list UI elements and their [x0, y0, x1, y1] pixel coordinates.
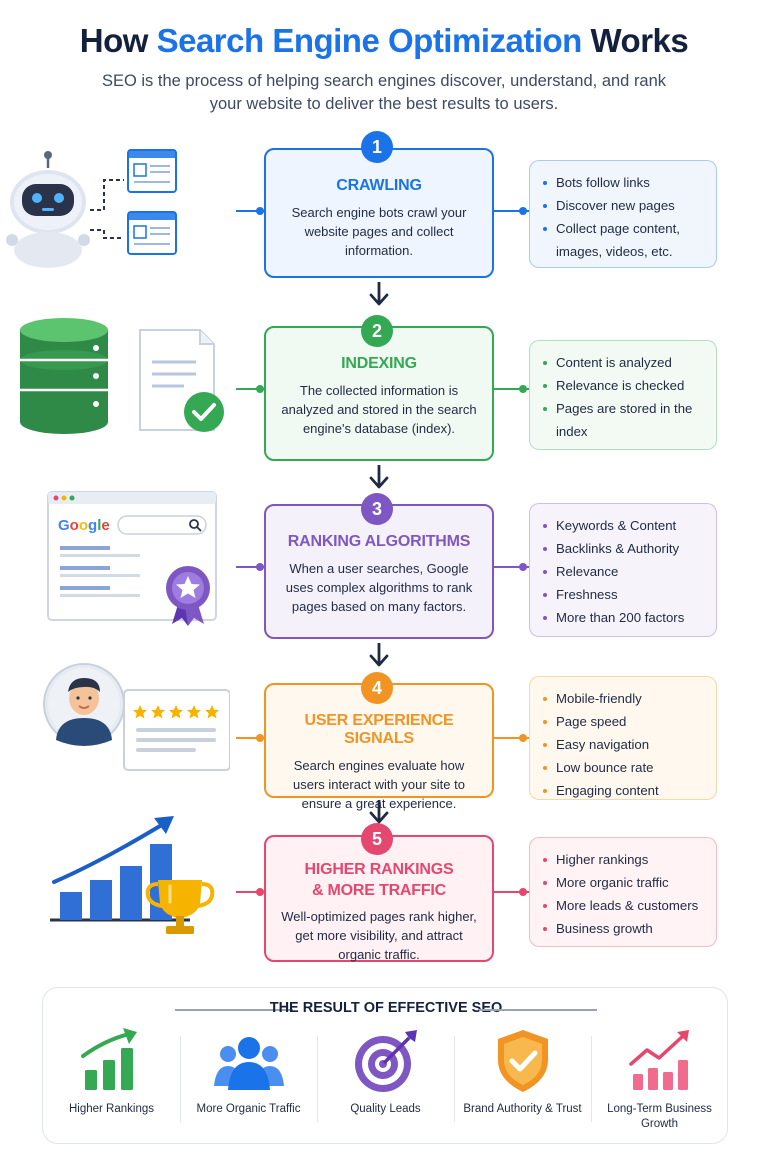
arrow-down-icon [367, 799, 391, 825]
connector-dot [519, 385, 527, 393]
people-group-icon [213, 1037, 284, 1090]
step-card-1: CRAWLING Search engine bots crawl your we… [264, 148, 494, 278]
list-item: Easy navigation [543, 733, 704, 756]
results-panel: THE RESULT OF EFFECTIVE SEO Higher Ranki… [42, 987, 728, 1144]
step-description: Search engine bots crawl your website pa… [291, 205, 467, 258]
connector-dot [256, 207, 264, 215]
step-title: HIGHER RANKINGS & MORE TRAFFIC [304, 861, 454, 899]
user-rating-icon [0, 662, 231, 797]
connector-right [494, 566, 529, 568]
connector-left [236, 210, 264, 212]
list-item: Bots follow links [543, 171, 704, 194]
step-number-badge: 3 [361, 493, 393, 525]
step-card-2: INDEXING The collected information is ana… [264, 326, 494, 461]
growth-bars-icon [80, 1028, 137, 1090]
step-number-badge: 2 [361, 315, 393, 347]
list-item: Page speed [543, 710, 704, 733]
growth-chart-trophy-icon [0, 810, 230, 945]
result-business-growth: Long-Term Business Growth [591, 1026, 728, 1136]
database-document-icon [0, 312, 230, 447]
connector-left [236, 891, 264, 893]
search-results-icon: Google [0, 488, 230, 633]
connector-left [236, 566, 264, 568]
connector-dot [519, 888, 527, 896]
list-item: Mobile-friendly [543, 687, 704, 710]
results-title: THE RESULT OF EFFECTIVE SEO [269, 1000, 503, 1016]
connector-right [494, 737, 529, 739]
list-item: Low bounce rate [543, 756, 704, 779]
list-item: Content is analyzed [543, 351, 704, 374]
page-title: How Search Engine Optimization Works [79, 22, 689, 59]
result-quality-leads: Quality Leads [317, 1026, 454, 1136]
title-highlight: Search Engine Optimization [156, 22, 583, 59]
list-item: Collect page content, images, videos, et… [543, 217, 704, 263]
list-item: Keywords & Content [543, 514, 704, 537]
svg-text:Google: Google [58, 517, 110, 534]
arrow-down-icon [367, 464, 391, 490]
list-item: More leads & customers [543, 894, 704, 917]
step-title: USER EXPERIENCE SIGNALS [304, 712, 454, 747]
step-description: Search engines evaluate how users intera… [293, 758, 465, 811]
list-item: Business growth [543, 917, 704, 940]
list-item: Higher rankings [543, 848, 704, 871]
result-brand-authority: Brand Authority & Trust [454, 1026, 591, 1136]
connector-dot [519, 207, 527, 215]
arrow-down-icon [367, 642, 391, 668]
result-organic-traffic: More Organic Traffic [180, 1026, 317, 1136]
shield-check-icon [497, 1030, 548, 1092]
arrow-down-icon [367, 281, 391, 307]
connector-dot [256, 385, 264, 393]
growth-line-icon [628, 1030, 689, 1090]
list-item: Pages are stored in the index [543, 397, 704, 443]
result-higher-rankings: Higher Rankings [43, 1026, 180, 1136]
connector-dot [256, 563, 264, 571]
list-item: Engaging content [543, 779, 704, 802]
connector-dot [519, 563, 527, 571]
list-item: Relevance [543, 560, 704, 583]
list-item: More than 200 factors [543, 606, 704, 629]
results-title-rule-right [479, 1009, 597, 1011]
step-description: The collected information is analyzed an… [281, 383, 477, 436]
step-description: When a user searches, Google uses comple… [285, 561, 473, 614]
page-subtitle: SEO is the process of helping search eng… [101, 72, 667, 113]
connector-dot [256, 888, 264, 896]
connector-right [494, 891, 529, 893]
list-item: Discover new pages [543, 194, 704, 217]
step-card-3: RANKING ALGORITHMS When a user searches, … [264, 504, 494, 639]
results-title-rule-left [175, 1009, 293, 1011]
list-item: Relevance is checked [543, 374, 704, 397]
list-item: Backlinks & Authority [543, 537, 704, 560]
step-number-badge: 1 [361, 131, 393, 163]
connector-dot [519, 734, 527, 742]
connector-right [494, 210, 529, 212]
robot-crawler-icon [0, 140, 230, 275]
step-title: CRAWLING [336, 177, 422, 194]
step-number-badge: 5 [361, 823, 393, 855]
list-item: Freshness [543, 583, 704, 606]
connector-right [494, 388, 529, 390]
list-item: More organic traffic [543, 871, 704, 894]
connector-left [236, 737, 264, 739]
connector-dot [256, 734, 264, 742]
connector-left [236, 388, 264, 390]
step-card-5: HIGHER RANKINGS & MORE TRAFFIC Well-optim… [264, 835, 494, 962]
step-title: INDEXING [341, 355, 417, 372]
step-title: RANKING ALGORITHMS [287, 533, 471, 550]
step-description: Well-optimized pages rank higher, get mo… [281, 909, 477, 962]
target-icon [354, 1030, 417, 1092]
step-number-badge: 4 [361, 672, 393, 704]
